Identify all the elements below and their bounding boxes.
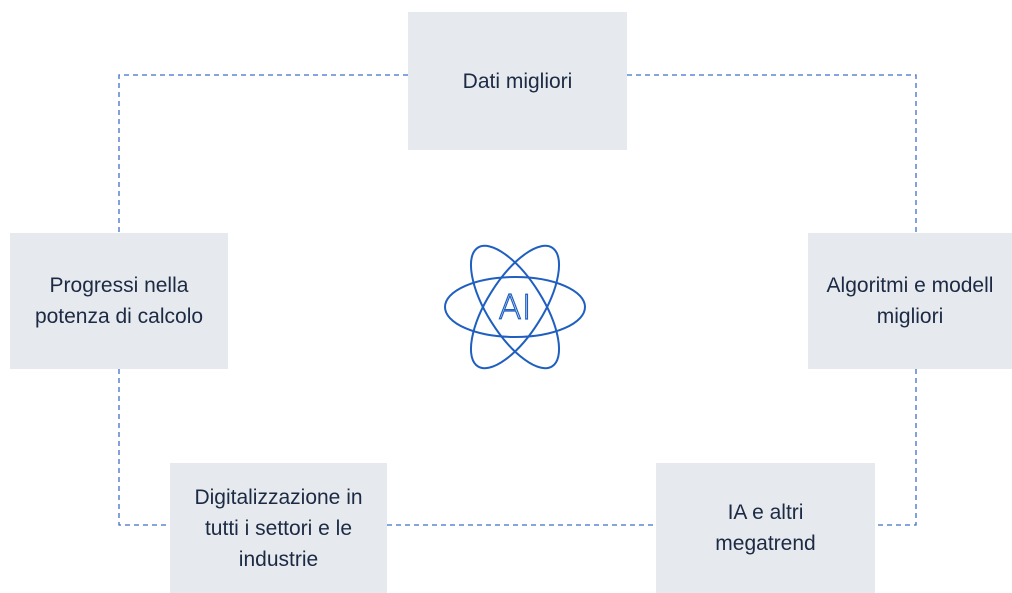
- connector-top-right: [627, 74, 917, 233]
- node-ia-megatrend-label: IA e altri megatrend: [715, 501, 816, 555]
- connector-left-bottom: [118, 369, 170, 526]
- node-algoritmi-modelli-label: Algoritmi e modell migliori: [826, 274, 994, 328]
- node-dati-migliori: Dati migliori: [408, 12, 627, 150]
- node-digitalizzazione-label: Digitalizzazione in tutti i settori e le…: [194, 485, 363, 571]
- ai-icon-label: AI: [498, 288, 531, 328]
- node-dati-migliori-label: Dati migliori: [462, 69, 573, 93]
- node-digitalizzazione: Digitalizzazione in tutti i settori e le…: [170, 463, 387, 593]
- connector-top-left: [118, 74, 408, 233]
- orbit-horizontal: [444, 276, 586, 338]
- node-ia-megatrend: IA e altri megatrend: [656, 463, 875, 593]
- node-potenza-calcolo: Progressi nella potenza di calcolo: [10, 233, 228, 369]
- orbit-diagonal-b: [469, 244, 561, 370]
- connector-right-bottom: [875, 369, 917, 526]
- atom-ai-icon: AI: [444, 244, 586, 370]
- node-algoritmi-modelli: Algoritmi e modell migliori: [808, 233, 1012, 369]
- node-potenza-calcolo-label: Progressi nella potenza di calcolo: [34, 274, 204, 328]
- orbit-diagonal-a: [469, 244, 561, 370]
